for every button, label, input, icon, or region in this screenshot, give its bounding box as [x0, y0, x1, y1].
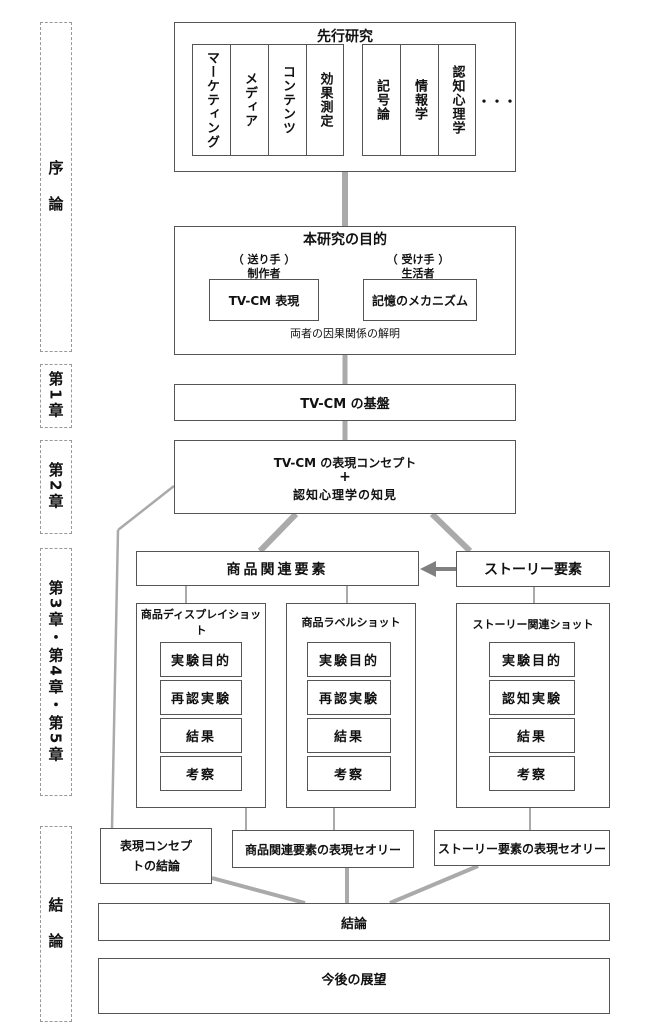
arrow-story-to-product-head: [420, 561, 436, 577]
connector-story-theory-to-conclusion: [389, 864, 479, 905]
tvcm-foundation-box: TV-CM の基盤: [174, 384, 516, 421]
connector-ch2-to-concept: [117, 485, 175, 531]
prior-item-informatics: 情報学: [401, 45, 439, 155]
purpose-caption: 両者の因果関係の解明: [290, 327, 400, 340]
study-title: 商品ラベルショット: [301, 616, 401, 629]
sender-role-label: （ 送り手 ）: [232, 253, 296, 266]
study-item-experiment: 再認実験: [160, 680, 242, 715]
future-outlook-box: 今後の展望: [98, 958, 610, 1014]
study-item-experiment: 認知実験: [489, 680, 575, 715]
study-item-purpose: 実験目的: [160, 642, 242, 677]
connector-concept-to-conclusion: [211, 876, 306, 905]
study-product-display-shot: 商品ディスプレイショット 実験目的 再認実験 結果 考察: [136, 603, 266, 808]
tvcm-concept-box: TV-CM の表現コンセプト + 認知心理学の知見: [174, 440, 516, 514]
study-item-experiment: 再認実験: [307, 680, 391, 715]
study-item-results: 結果: [160, 718, 242, 753]
connector-ch2-to-product: [257, 511, 299, 554]
connector-concept-vertical: [110, 529, 120, 829]
prior-research-group-1: マーケティング メディア コンテンツ 効果測定: [192, 44, 344, 156]
chapter-2: 第2章: [40, 440, 72, 534]
purpose-box: 本研究の目的 （ 送り手 ） 制作者 （ 受け手 ） 生活者 TV-CM 表現 …: [174, 226, 516, 355]
prior-item-semiotics: 記号論: [363, 45, 401, 155]
story-elements-box: ストーリー要素: [456, 551, 610, 587]
connector-ch2-to-story: [429, 511, 473, 554]
study-item-discussion: 考察: [160, 756, 242, 791]
prior-research-group-2: 記号論 情報学 認知心理学: [362, 44, 476, 156]
receiver-label: 生活者: [401, 267, 435, 280]
concept-plus: +: [339, 469, 351, 485]
chapter-intro: 序 論: [40, 22, 72, 352]
concept-line-2: 認知心理学の知見: [292, 487, 397, 502]
study-title: 商品ディスプレイショット: [140, 608, 262, 637]
prior-item-marketing: マーケティング: [193, 45, 231, 155]
memory-mechanism-box: 記憶のメカニズム: [363, 279, 477, 321]
product-elements-box: 商品関連要素: [136, 551, 419, 586]
prior-research-title: 先行研究: [317, 29, 373, 45]
study-item-discussion: 考察: [489, 756, 575, 791]
concept-conclusion-box: 表現コンセプトの結論: [100, 828, 212, 884]
purpose-title: 本研究の目的: [303, 232, 387, 248]
study-story-related-shot: ストーリー関連ショット 実験目的 認知実験 結果 考察: [456, 603, 610, 808]
sender-label: 制作者: [247, 267, 281, 280]
study-item-discussion: 考察: [307, 756, 391, 791]
study-item-results: 結果: [307, 718, 391, 753]
conclusion-box: 結論: [98, 903, 610, 941]
chapter-1: 第1章: [40, 364, 72, 428]
concept-line-1: TV-CM の表現コンセプト: [273, 455, 417, 470]
prior-item-effect-measurement: 効果測定: [317, 72, 333, 128]
chapter-3-4-5: 第3章・第4章・第5章: [40, 548, 72, 796]
chapter-conclusion: 結 論: [40, 826, 72, 1022]
study-item-purpose: 実験目的: [307, 642, 391, 677]
prior-item-cognitive-psychology: 認知心理学: [449, 65, 465, 135]
prior-research-ellipsis: ・・・: [477, 94, 517, 110]
story-theory-box: ストーリー要素の表現セオリー: [434, 830, 610, 866]
prior-item-contents: コンテンツ: [269, 45, 307, 155]
product-theory-box: 商品関連要素の表現セオリー: [232, 830, 414, 868]
tvcm-expression-box: TV-CM 表現: [209, 279, 319, 321]
study-product-label-shot: 商品ラベルショット 実験目的 再認実験 結果 考察: [286, 603, 416, 808]
receiver-role-label: （ 受け手 ）: [386, 253, 450, 266]
study-item-results: 結果: [489, 718, 575, 753]
study-title: ストーリー関連ショット: [472, 618, 594, 631]
prior-item-media: メディア: [231, 45, 269, 155]
study-item-purpose: 実験目的: [489, 642, 575, 677]
